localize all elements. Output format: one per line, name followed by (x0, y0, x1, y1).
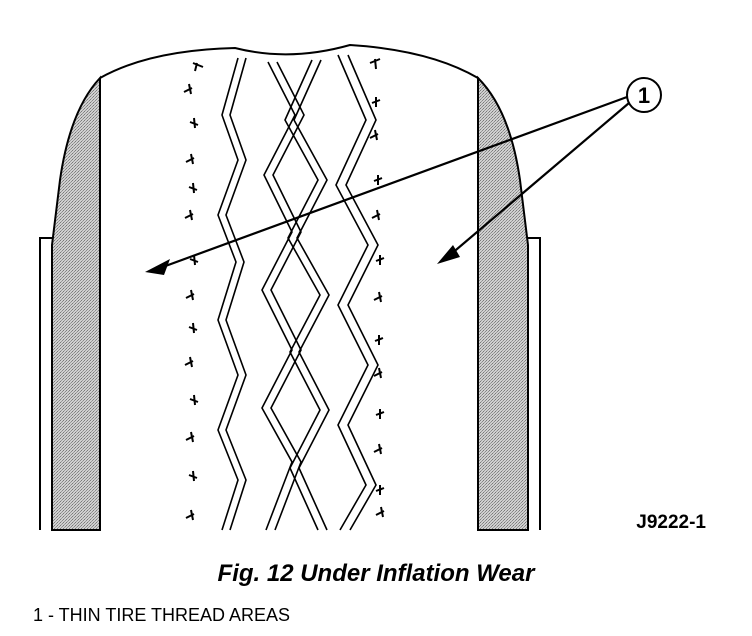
left-sidewall (51, 75, 101, 531)
right-sipe-marks (369, 58, 385, 518)
tread-outline (99, 43, 479, 530)
right-arrowhead (437, 245, 460, 264)
tread-grooves (217, 54, 379, 531)
callout-circle (626, 77, 662, 113)
tire-wear-illustration: 1 J9222-1 (39, 43, 706, 533)
figure-caption: Fig. 12 Under Inflation Wear (217, 560, 535, 587)
left-arrowhead (145, 259, 170, 275)
right-sidewall (477, 75, 529, 531)
left-sipe-marks (183, 62, 204, 521)
right-rim-edge (528, 237, 541, 530)
leader-arrows (145, 95, 630, 275)
figure-code: J9222-1 (636, 512, 706, 533)
left-rim-edge (39, 237, 52, 530)
leader-arrow-right (449, 102, 630, 256)
legend-item: 1 - THIN TIRE THREAD AREAS (33, 605, 291, 625)
callout-number: 1 (638, 83, 650, 108)
leader-arrow-left (159, 95, 628, 270)
